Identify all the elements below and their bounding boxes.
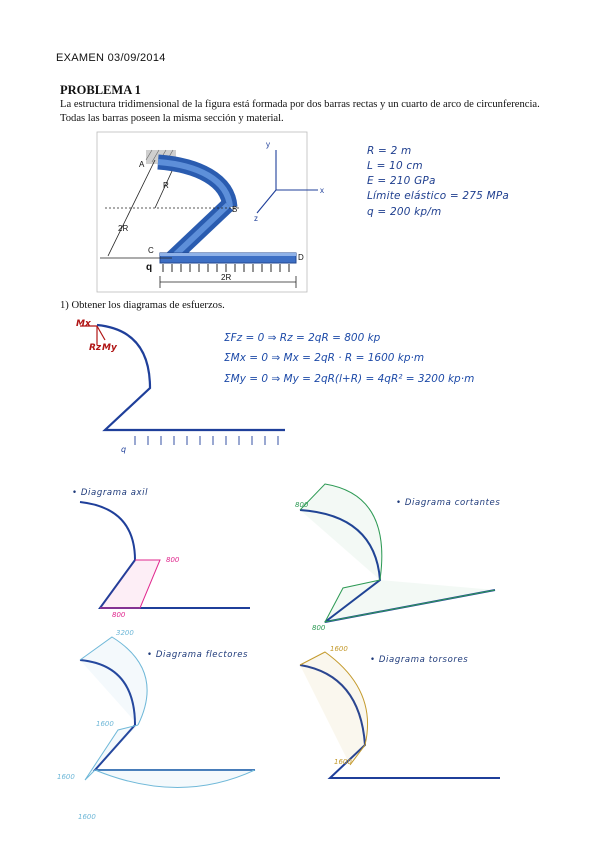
label-a: A [139,160,145,169]
label-b: B [232,205,238,214]
axis-z-label: z [254,214,258,223]
flectores-structure [79,659,255,771]
fbd-load-label: q [121,445,127,454]
distributed-load [162,264,290,272]
fbd-load-arrows [134,436,279,445]
axil-diagram-fill [100,559,161,609]
flectores-value-left: 1600 [57,773,75,781]
cortantes-value-top: 800 [295,501,309,509]
torsores-fill [299,651,369,766]
problem-title: PROBLEMA 1 [60,83,141,97]
axis-y-label: y [266,140,270,149]
fbd-structure [96,323,285,432]
label-q: q [146,262,153,273]
axil-value-top: 800 [166,556,180,564]
label-d: D [298,253,304,262]
label-2r-left: 2R [118,224,129,233]
equation-mx: ΣMx = 0 ⇒ Mx = 2qR · R = 1600 kp·m [224,352,425,364]
fbd-rz-label: Rz [89,343,102,353]
flectores-diagonal-fill [84,724,139,781]
diagram-flectores-title: • Diagrama flectores [147,650,249,660]
fbd-mx-label: Mx [76,319,91,329]
axes-triad [256,150,318,214]
cortantes-value-bottom: 800 [312,624,326,632]
axil-structure [79,501,250,609]
diagram-torsores-title: • Diagrama torsores [370,655,469,665]
label-c: C [148,246,154,255]
question-1: 1) Obtener los diagramas de esfuerzos. [60,300,225,311]
bottom-bar-top [160,253,296,256]
axil-value-bottom: 800 [112,611,126,619]
axis-x-label: x [320,186,324,195]
diagram-cortantes-title: • Diagrama cortantes [396,498,501,508]
note-radius: R = 2 m [367,145,412,157]
note-elastic-modulus: E = 210 GPa [367,175,436,187]
flectores-bottom-fill [94,769,256,788]
diagram-axil-title: • Diagrama axil [72,488,149,498]
cortantes-arc-fill [299,483,383,581]
torsores-value-bottom: 1600 [334,758,352,766]
dimension-lines [100,159,297,288]
note-load-q: q = 200 kp/m [367,206,442,218]
cortantes-straight-fill [324,579,496,623]
note-length: L = 10 cm [367,160,423,172]
torsores-value-top: 1600 [330,645,348,653]
figure-frame [96,131,308,293]
arc-bar-highlight [157,159,233,208]
flectores-value-bottom: 1600 [78,813,96,821]
problem-description: La estructura tridimensional de la figur… [60,99,540,124]
exam-header: EXAMEN 03/09/2014 [56,52,166,64]
flectores-value-mid: 1600 [96,720,114,728]
label-r: R [163,181,169,190]
fbd-my-label: My [102,343,117,353]
flectores-arc-fill [79,636,148,726]
equation-my: ΣMy = 0 ⇒ My = 2qR(l+R) = 4qR² = 3200 kp… [224,373,475,385]
fbd-reactions [80,325,106,345]
label-2r-bottom: 2R [221,273,232,282]
diagonal-bar-highlight [169,202,231,261]
flectores-value-top: 3200 [116,629,134,637]
note-yield-limit: Límite elástico = 275 MPa [367,190,510,202]
equation-fz: ΣFz = 0 ⇒ Rz = 2qR = 800 kp [224,332,381,344]
